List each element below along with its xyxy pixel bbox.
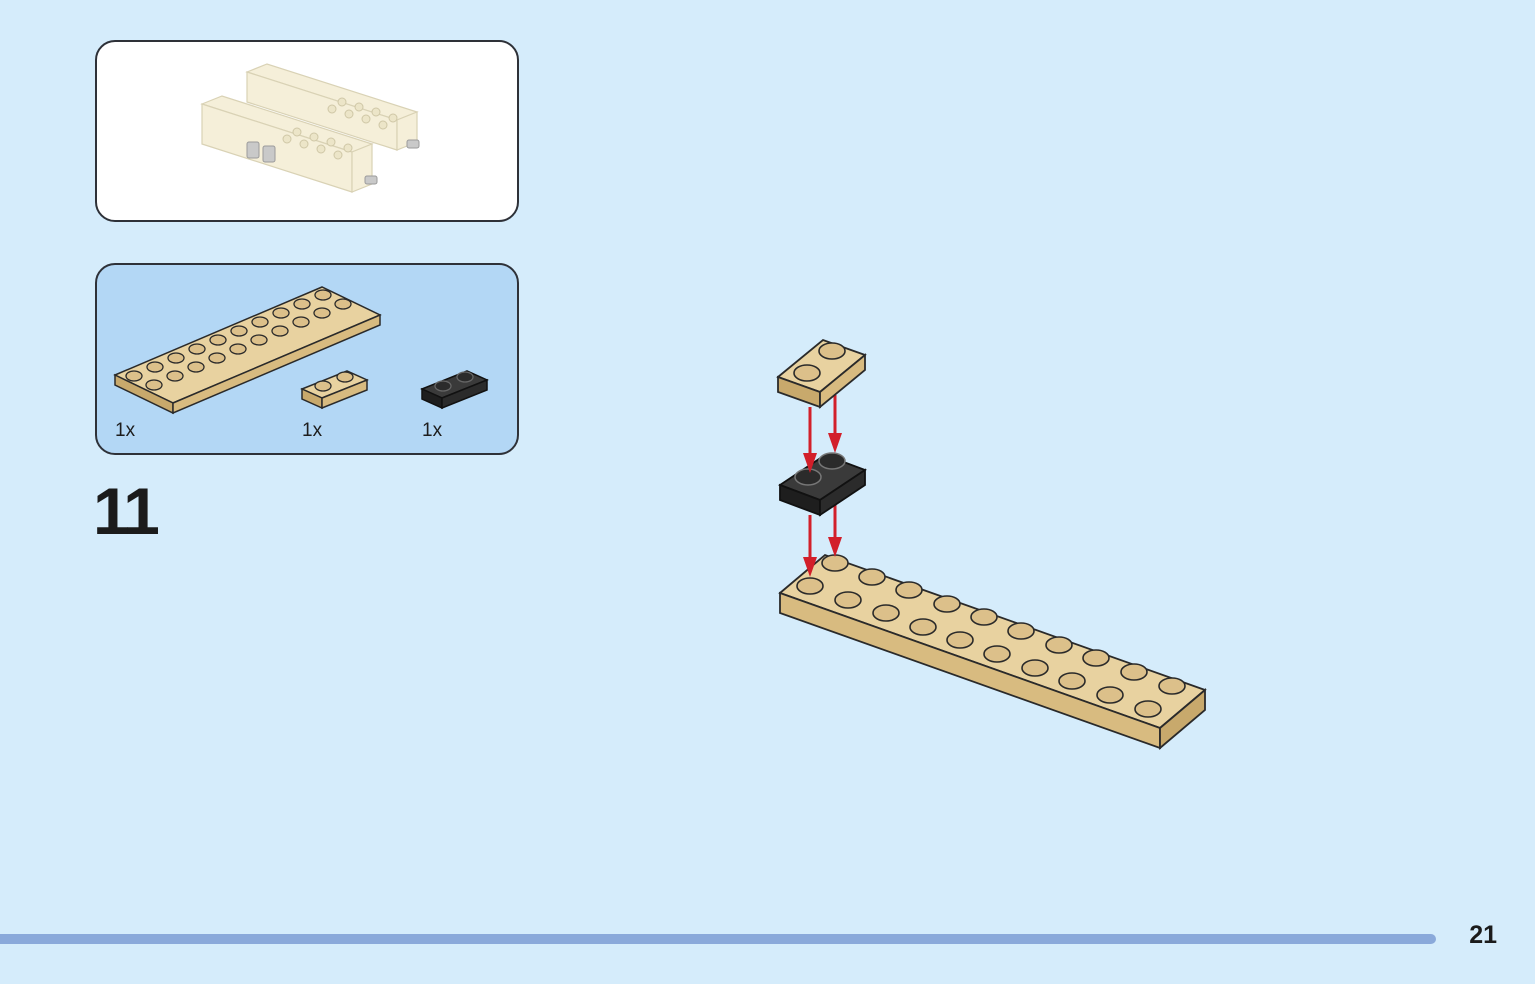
- tan-plate-icon: [776, 338, 867, 409]
- part-quantity: 1x: [115, 420, 136, 441]
- part-quantity: 1x: [302, 420, 323, 441]
- assembly-preview-panel: [95, 40, 519, 222]
- build-illustration: [776, 338, 1207, 750]
- tan-plate-icon: [778, 553, 1207, 750]
- progress-bar: [0, 934, 1436, 944]
- parts-list-panel: 1x 1x 1x: [95, 263, 519, 455]
- black-plate-icon: [778, 452, 867, 517]
- black-plate-icon: [420, 370, 489, 410]
- assembly-preview-icon: [200, 63, 420, 193]
- part-quantity: 1x: [422, 420, 443, 441]
- down-arrow-icon: [803, 395, 842, 473]
- tan-plate-icon: [300, 370, 369, 410]
- step-number: 11: [93, 474, 160, 548]
- tan-plate-icon: [113, 286, 382, 415]
- page-number: 21: [1469, 921, 1497, 949]
- down-arrow-icon: [803, 503, 842, 577]
